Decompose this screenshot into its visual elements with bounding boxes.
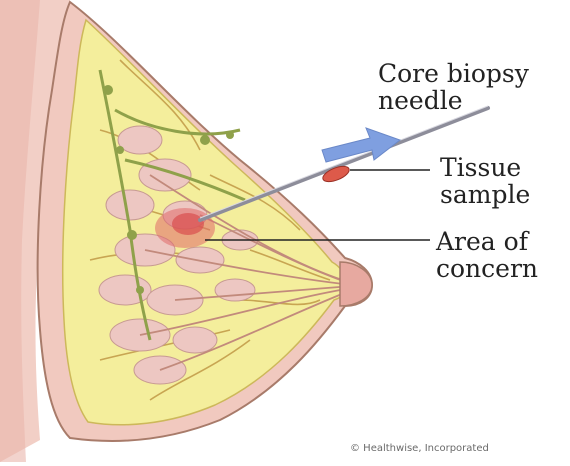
label-line: Area of	[436, 228, 538, 255]
copyright-credit: © Healthwise, Incorporated	[350, 443, 489, 454]
label-line: Tissue	[440, 154, 530, 181]
label-tissue-sample: Tissue sample	[440, 154, 530, 208]
label-line: concern	[436, 255, 538, 282]
label-line: Core biopsy	[378, 60, 529, 87]
nipple	[340, 262, 372, 306]
label-line: sample	[440, 181, 530, 208]
area-of-concern	[155, 208, 215, 248]
label-line: needle	[378, 87, 529, 114]
label-core-biopsy-needle: Core biopsy needle	[378, 60, 529, 114]
label-area-of-concern: Area of concern	[436, 228, 538, 282]
